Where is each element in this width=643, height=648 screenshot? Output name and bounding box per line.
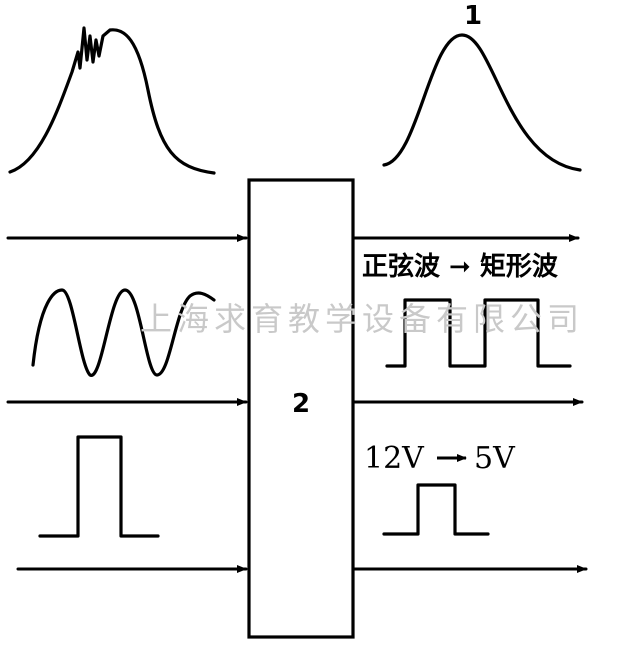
company-watermark: 上海求育教学设备有限公司 xyxy=(140,300,584,338)
output-marker-label: 1 xyxy=(464,1,482,31)
output-5v-pulse xyxy=(382,483,490,536)
input-noisy-bell-pulse xyxy=(8,26,216,175)
processing-module-box xyxy=(247,178,355,639)
voltage-from-label: 12V xyxy=(364,441,425,476)
module-marker-label: 2 xyxy=(292,389,310,419)
input-12v-pulse xyxy=(38,435,160,538)
voltage-to-label: 5V xyxy=(474,441,516,476)
output-clean-bell-pulse xyxy=(382,33,582,172)
output-square-wave xyxy=(385,298,572,368)
conversion-label-sine-to-square: 正弦波 ➞ 矩形波 xyxy=(362,252,559,282)
input-sine-wave xyxy=(31,288,216,377)
